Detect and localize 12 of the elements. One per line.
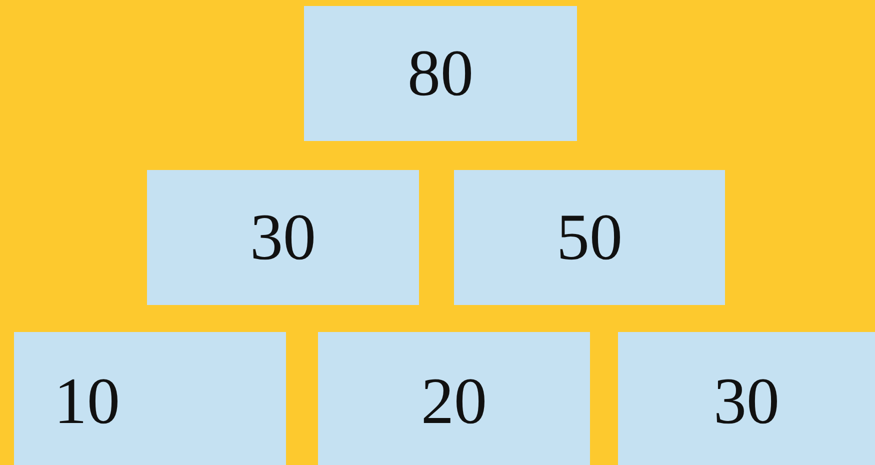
number-label: 20 <box>421 364 487 440</box>
number-box <box>147 170 419 305</box>
number-label: 50 <box>556 200 622 276</box>
number-box <box>454 170 725 305</box>
number-label: 80 <box>408 36 474 112</box>
number-box <box>304 6 577 141</box>
number-label: 30 <box>250 200 316 276</box>
number-label: 30 <box>714 364 780 440</box>
number-label: 10 <box>54 364 120 440</box>
number-box <box>14 332 286 465</box>
number-box <box>318 332 590 465</box>
number-box <box>618 332 875 465</box>
